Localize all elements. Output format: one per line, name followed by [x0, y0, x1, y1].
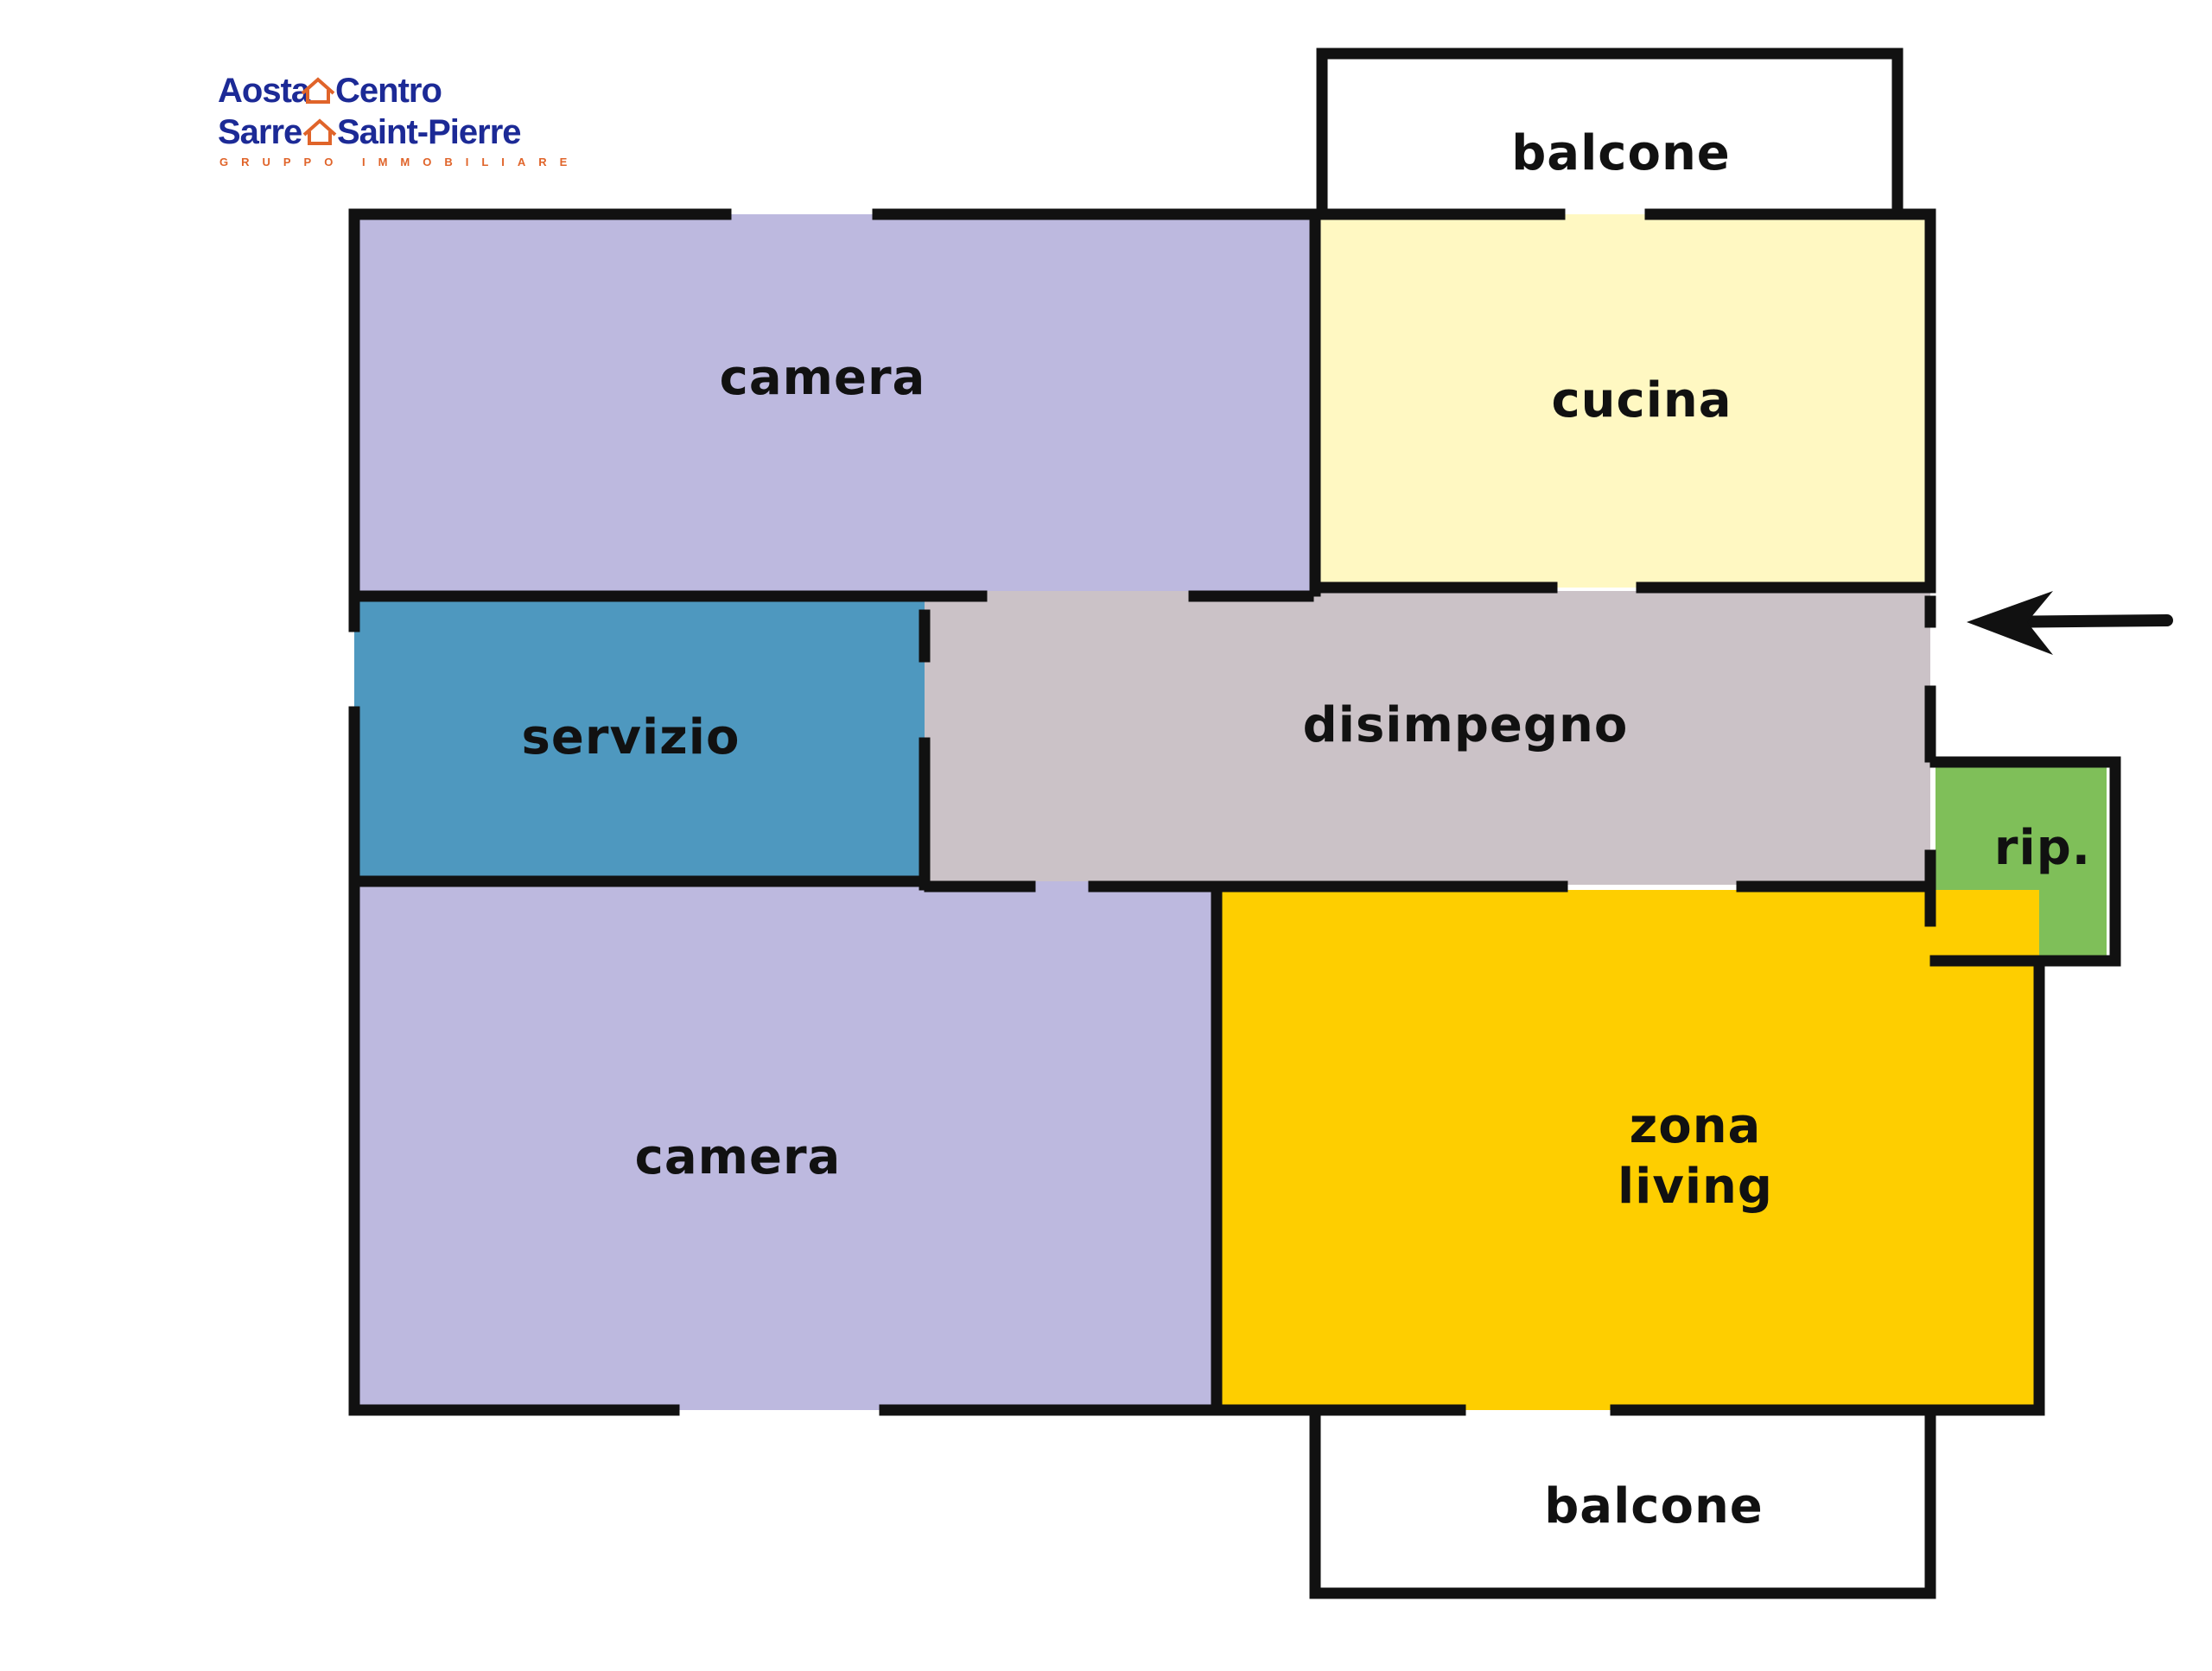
room-fill-camera-top: [354, 214, 1315, 591]
logo-aosta: Aosta: [218, 72, 311, 110]
room-fill-disimpegno: [925, 591, 1930, 885]
logo-saint-pierre: Saint-Pierre: [337, 113, 521, 151]
label-living: living: [1618, 1159, 1773, 1215]
logo-sarre: Sarre: [218, 113, 302, 151]
room-fill-cucina: [1315, 214, 1930, 588]
room-fill-zona-living: [1217, 890, 2039, 1410]
label-cucina: cucina: [1551, 372, 1732, 429]
label-zona: zona: [1630, 1098, 1762, 1154]
label-camera-bottom: camera: [635, 1129, 842, 1185]
entrance-arrow-icon: [1967, 591, 2173, 655]
house-icon: [301, 77, 335, 104]
company-logo: Aosta Centro Sarre Saint-Pierre GRUPPO I…: [218, 72, 580, 168]
house-icon: [302, 118, 337, 145]
label-disimpegno: disimpegno: [1303, 697, 1629, 753]
room-fill-servizio: [354, 601, 925, 878]
walls: [348, 48, 2121, 1599]
label-balcone-top: balcone: [1511, 125, 1731, 181]
label-ripostiglio: rip.: [1994, 820, 2091, 876]
logo-tagline: GRUPPO IMMOBILIARE: [219, 156, 580, 168]
label-balcone-bottom: balcone: [1544, 1478, 1764, 1534]
label-servizio: servizio: [522, 709, 741, 766]
label-camera-top: camera: [720, 350, 926, 406]
room-fill-camera-bottom: [354, 881, 1217, 1410]
logo-centro: Centro: [335, 72, 442, 110]
